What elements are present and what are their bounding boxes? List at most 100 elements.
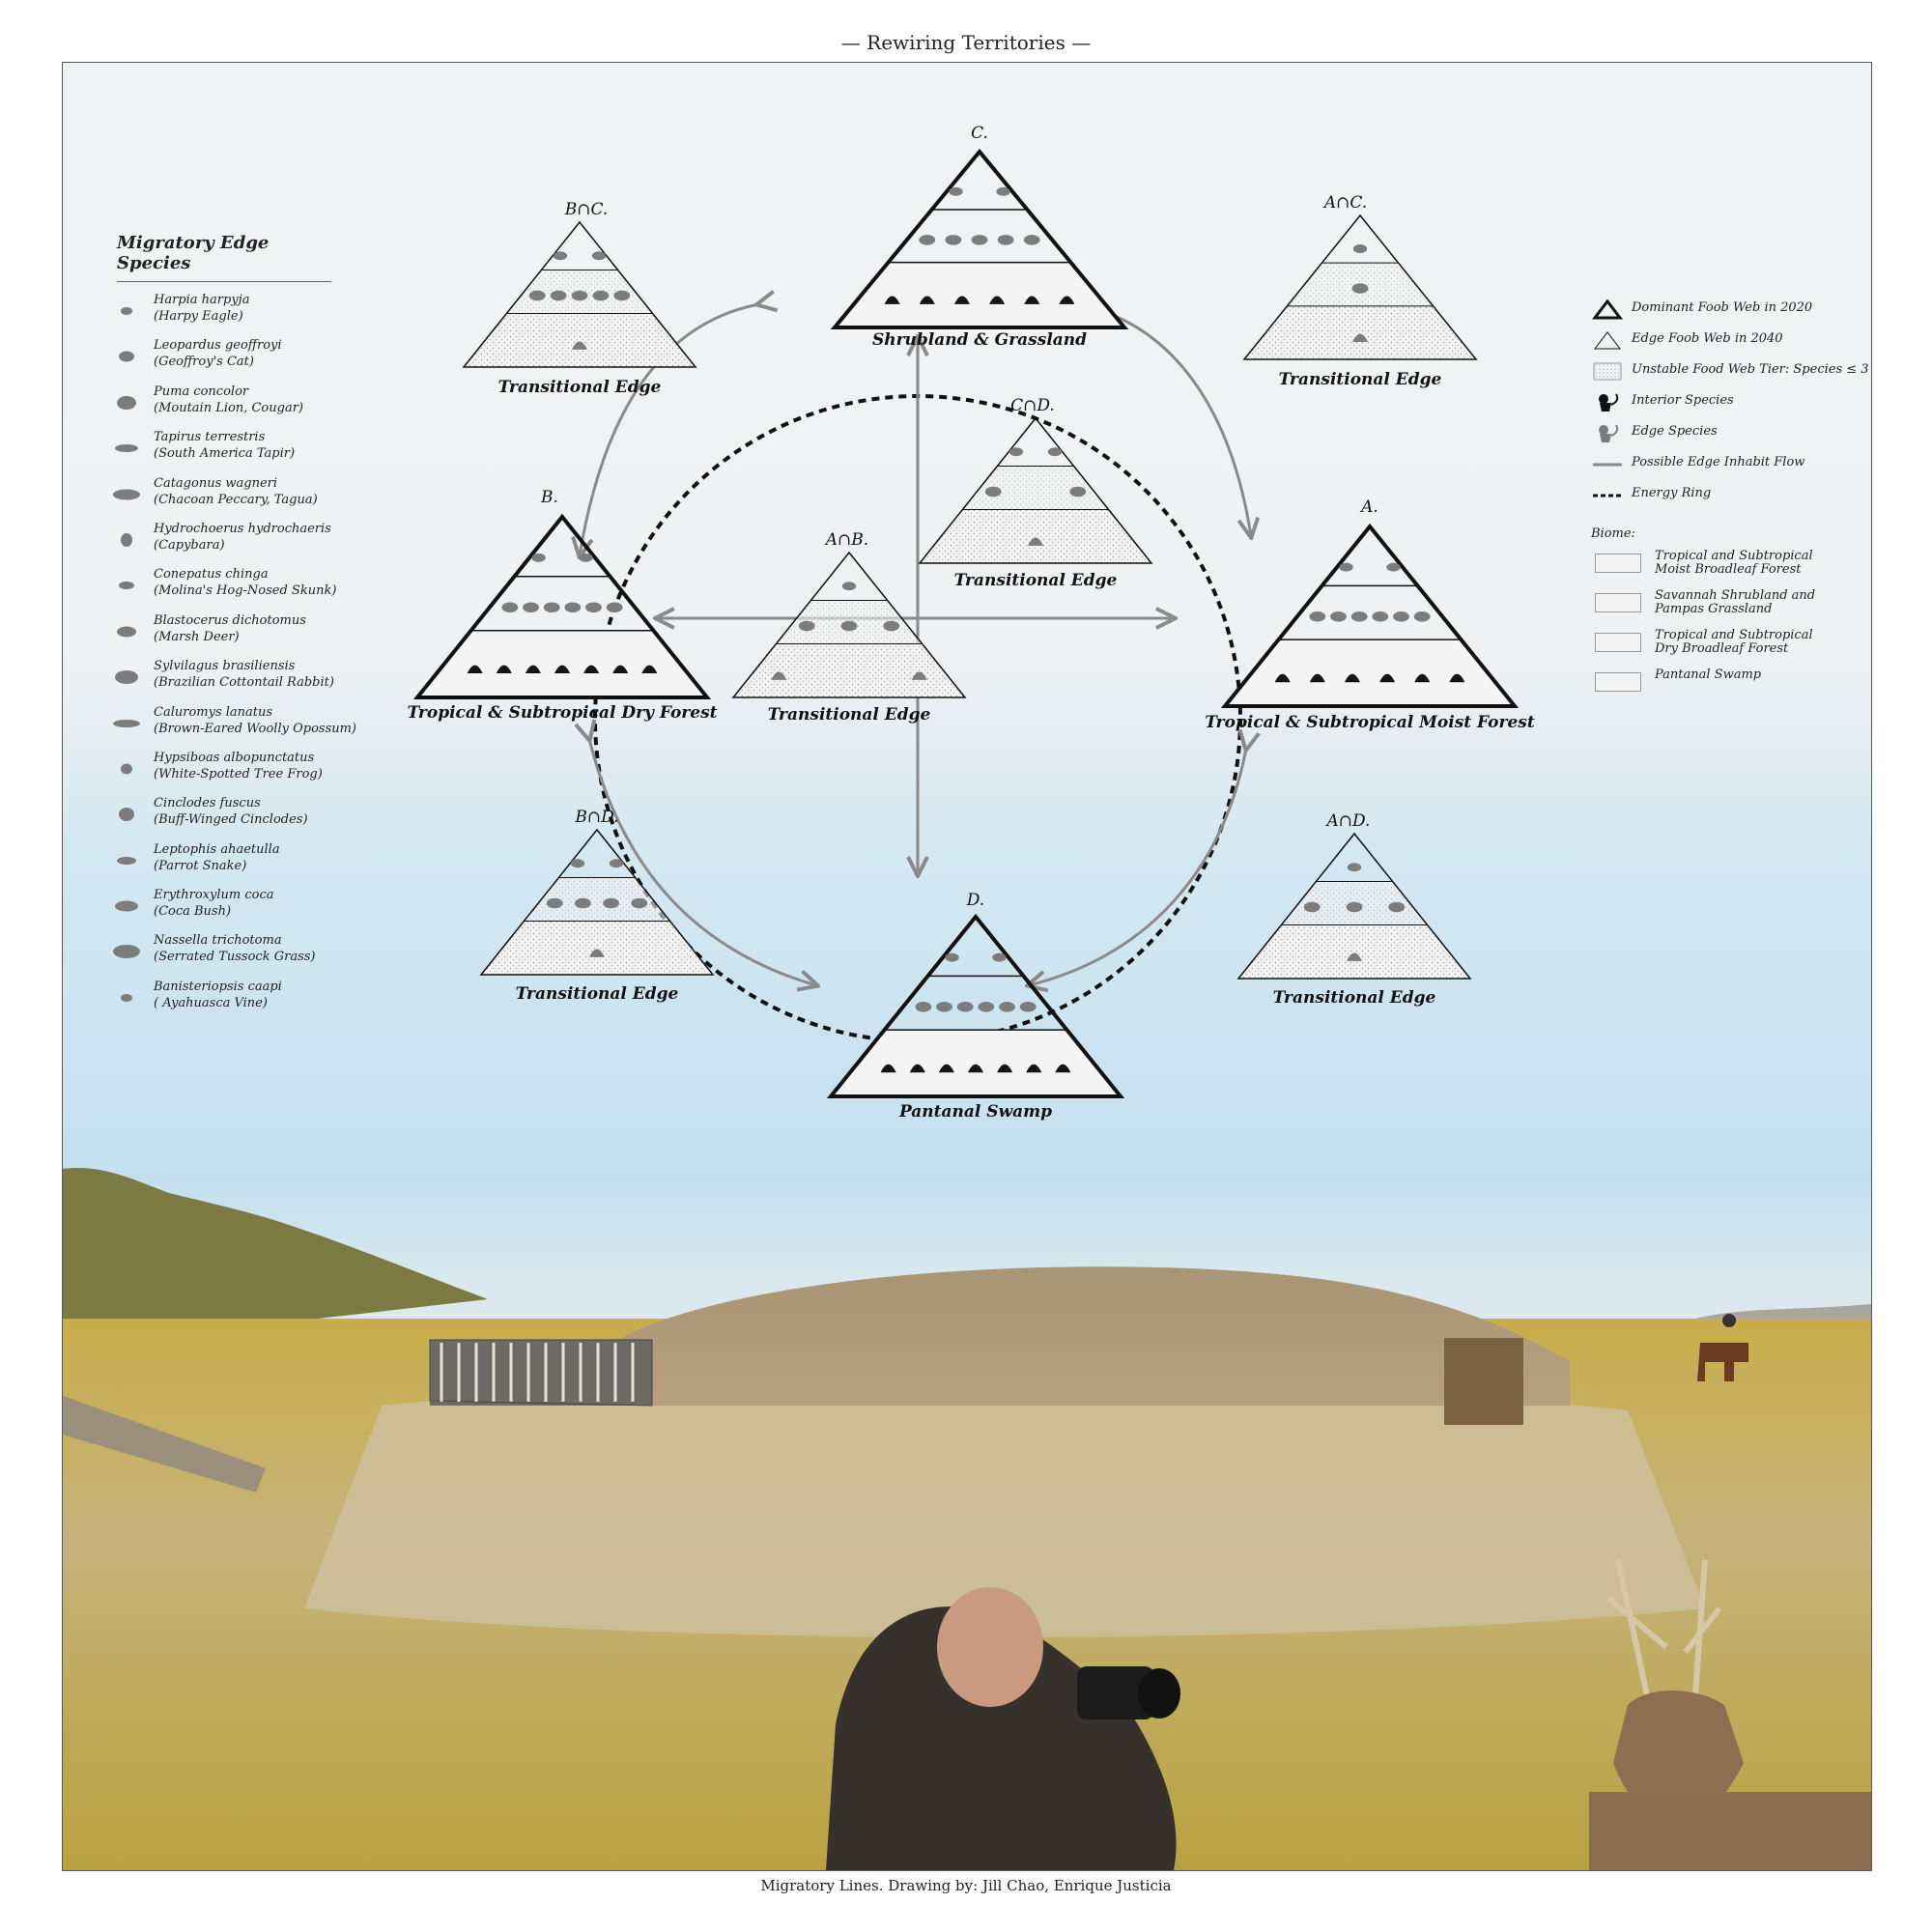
animal-icon bbox=[579, 553, 593, 562]
label-name-bc: Transitional Edge bbox=[498, 378, 662, 397]
plant-icon bbox=[1347, 952, 1362, 961]
species-item: Blastocerus dichotomus(Marsh Deer) bbox=[99, 609, 331, 654]
species-common-name: (Parrot Snake) bbox=[154, 858, 247, 873]
earth-mound-building bbox=[449, 1266, 1570, 1406]
species-item: Banisteriopsis caapi( Ayahuasca Vine) bbox=[99, 975, 331, 1020]
species-latin-name: Sylvilagus brasiliensis bbox=[154, 659, 296, 674]
pyramid-b bbox=[412, 513, 712, 699]
pyramid-labels: C. Shrubland & Grassland B. Tropical & S… bbox=[408, 124, 1535, 1122]
species-latin-name: Conepatus chinga bbox=[154, 567, 269, 582]
pyramid-outline bbox=[1220, 523, 1520, 708]
species-item: Hydrochoerus hydrochaeris(Capybara) bbox=[99, 517, 331, 562]
pyramid-cd bbox=[918, 416, 1153, 564]
biome-label-line1: Pantanal Swamp bbox=[1655, 668, 1762, 682]
animal-icon bbox=[956, 1002, 974, 1012]
animal-icon bbox=[1351, 283, 1369, 294]
plant-icon bbox=[911, 671, 927, 680]
solid-line-icon bbox=[1593, 463, 1622, 467]
rabbit-icon bbox=[115, 670, 138, 685]
animal-icon bbox=[591, 251, 607, 261]
pyramid-outline bbox=[826, 913, 1125, 1098]
plant-icon bbox=[589, 949, 605, 957]
plant-icon bbox=[953, 296, 970, 304]
animal-icon bbox=[1330, 611, 1347, 622]
species-item: Leptophis ahaetulla(Parrot Snake) bbox=[99, 838, 331, 883]
animal-icon bbox=[1303, 901, 1321, 913]
species-latin-name: Hypsiboas albopunctatus bbox=[154, 750, 315, 765]
animal-icon bbox=[609, 859, 624, 868]
pyramid-outline bbox=[479, 828, 715, 976]
animal-icon bbox=[1019, 1002, 1037, 1012]
species-latin-name: Hydrochoerus hydrochaeris bbox=[154, 521, 331, 536]
animal-icon bbox=[883, 620, 900, 632]
animal-icon bbox=[570, 859, 585, 868]
animal-icon bbox=[971, 235, 988, 245]
animal-icon bbox=[1047, 447, 1063, 457]
pyramid-bc bbox=[462, 220, 697, 368]
plant-icon bbox=[968, 1064, 983, 1073]
animal-icon bbox=[523, 602, 539, 613]
plant-icon bbox=[612, 665, 629, 674]
animal-icon bbox=[1350, 611, 1368, 622]
species-common-name: (Marsh Deer) bbox=[154, 629, 240, 644]
animal-icon bbox=[841, 582, 857, 591]
animal-icon bbox=[1386, 562, 1401, 572]
biome-label-line2: Moist Broadleaf Forest bbox=[1655, 562, 1802, 577]
animal-icon bbox=[1339, 562, 1353, 572]
bold-triangle-icon bbox=[1591, 298, 1624, 320]
label-letter-bd: B∩D. bbox=[574, 808, 618, 827]
species-legend: Migratory Edge Species Harpia harpyja(Ha… bbox=[99, 233, 356, 1020]
animal-icon bbox=[501, 602, 519, 613]
species-common-name: ( Ayahuasca Vine) bbox=[154, 995, 268, 1010]
plant-icon bbox=[1026, 1064, 1042, 1073]
key-item: Interior Species bbox=[1591, 389, 1871, 420]
plant-icon bbox=[583, 665, 600, 674]
animal-icon bbox=[978, 1002, 995, 1012]
key-label: Interior Species bbox=[1632, 393, 1734, 408]
animal-icon bbox=[1413, 611, 1431, 622]
plant-icon bbox=[525, 665, 541, 674]
figure-caption: Migratory Lines. Drawing by: Jill Chao, … bbox=[760, 1877, 1172, 1894]
biome-heading: Biome: bbox=[1591, 526, 1635, 541]
plant-icon bbox=[1344, 673, 1360, 683]
pyramid-tier-bottom bbox=[920, 509, 1151, 563]
species-item: Catagonus wagneri(Chacoan Peccary, Tagua… bbox=[99, 471, 331, 517]
animal-icon bbox=[603, 897, 619, 909]
pyramid-ab bbox=[731, 551, 967, 698]
plant-icon bbox=[938, 1064, 954, 1073]
animal-icon bbox=[915, 1002, 932, 1012]
label-letter-ab: A∩B. bbox=[824, 530, 868, 550]
species-latin-name: Banisteriopsis caapi bbox=[154, 979, 282, 994]
species-item: Tapirus terrestris(South America Tapir) bbox=[99, 425, 331, 470]
snake-icon bbox=[117, 856, 136, 865]
label-name-bd: Transitional Edge bbox=[516, 984, 679, 1004]
pyramid-outline bbox=[731, 551, 967, 698]
label-letter-ac: A∩C. bbox=[1322, 193, 1367, 213]
species-common-name: (Serrated Tussock Grass) bbox=[154, 950, 316, 965]
bush-icon bbox=[115, 900, 138, 912]
species-latin-name: Leopardus geoffroyi bbox=[154, 338, 282, 354]
label-letter-d: D. bbox=[966, 891, 984, 910]
species-common-name: (Brazilian Cottontail Rabbit) bbox=[154, 675, 334, 691]
label-name-c: Shrubland & Grassland bbox=[872, 330, 1087, 350]
eagle-icon bbox=[121, 307, 132, 315]
species-latin-name: Erythroxylum coca bbox=[154, 888, 274, 903]
animal-icon bbox=[571, 290, 588, 301]
plant-icon bbox=[989, 296, 1006, 304]
pyramid-ad bbox=[1236, 832, 1472, 980]
animal-icon bbox=[1309, 611, 1326, 622]
bird-icon bbox=[119, 808, 134, 822]
key-label: Energy Ring bbox=[1632, 486, 1712, 500]
animal-icon bbox=[936, 1002, 952, 1012]
pyramid-outline bbox=[462, 220, 697, 368]
species-item: Caluromys lanatus(Brown-Eared Woolly Opo… bbox=[99, 700, 356, 746]
diagram-frame: C. Shrubland & Grassland B. Tropical & S… bbox=[62, 62, 1872, 1871]
biome-swatch bbox=[1595, 672, 1641, 692]
biome-label-line1: Tropical and Subtropical bbox=[1655, 628, 1813, 642]
key-legend: Dominant Foob Web in 2020 Edge Foob Web … bbox=[1591, 297, 1871, 708]
species-common-name: (Harpy Eagle) bbox=[154, 309, 243, 324]
pyramid-tier-bottom bbox=[417, 630, 707, 697]
animal-icon bbox=[553, 251, 568, 261]
